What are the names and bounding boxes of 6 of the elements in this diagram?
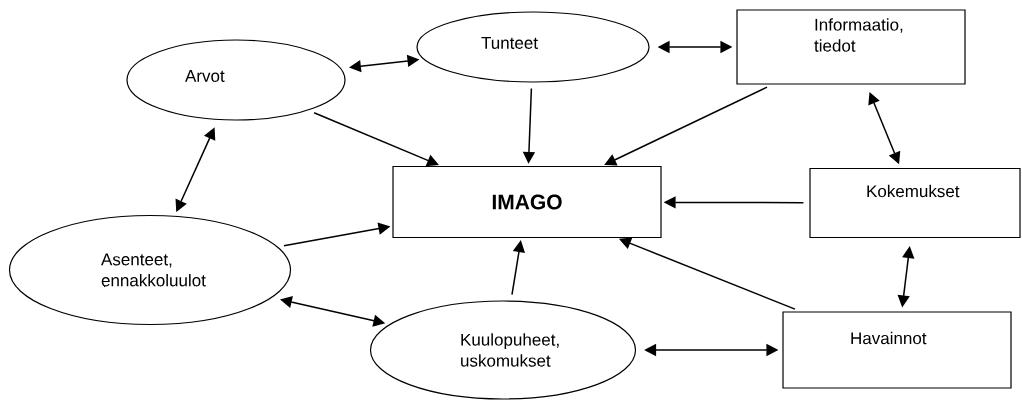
concept-box: Kokemukset — [809, 167, 1021, 239]
arrow — [619, 237, 796, 310]
concept-box: Informaatio, tiedot — [736, 9, 966, 85]
concept-box: Havainnot — [782, 311, 1012, 389]
arrow — [604, 86, 768, 166]
concept-box: IMAGO — [392, 165, 662, 239]
